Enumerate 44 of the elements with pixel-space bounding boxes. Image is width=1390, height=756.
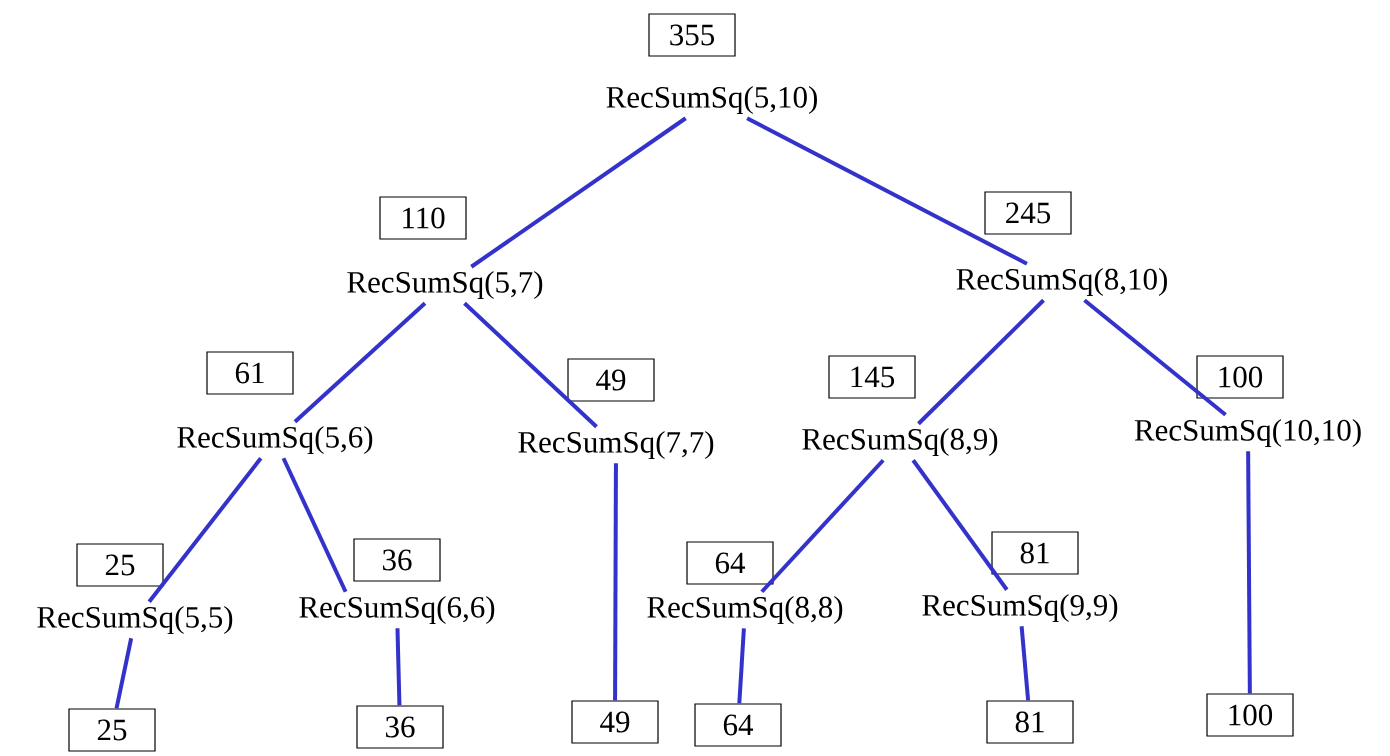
connector-line [1019,626,1031,701]
connector-line [470,116,687,269]
value-box: 81 [991,531,1079,575]
value-box: 355 [648,13,736,57]
connector-line [281,457,348,593]
call-label: RecSumSq(7,7) [518,430,714,460]
value-box: 25 [76,543,164,587]
value-box: 36 [356,705,444,749]
connector-line [1083,298,1227,417]
value-box: 81 [986,700,1074,744]
value-box: 49 [571,700,659,744]
connector-line [746,116,1028,266]
connector-line [737,628,746,704]
value-box: 64 [694,703,782,747]
call-label: RecSumSq(9,9) [922,593,1118,623]
call-label: RecSumSq(5,5) [37,605,233,635]
value-box: 145 [828,355,916,399]
connector-line [760,458,885,594]
call-label: RecSumSq(5,10) [606,85,817,115]
value-box: 25 [68,708,156,752]
value-box: 110 [379,196,467,240]
value-box: 61 [206,351,294,395]
connector-line [1246,451,1252,694]
call-label: RecSumSq(5,6) [177,425,373,455]
call-label: RecSumSq(8,9) [802,427,998,457]
value-box: 49 [567,358,655,402]
connector-line [463,301,598,429]
connector-line [395,628,402,706]
call-label: RecSumSq(10,10) [1134,418,1361,448]
call-label: RecSumSq(6,6) [299,595,495,625]
value-box: 100 [1206,693,1294,737]
value-box: 100 [1196,355,1284,399]
connector-line [114,637,134,709]
connector-line [147,457,263,603]
call-label: RecSumSq(8,8) [647,595,843,625]
value-box: 64 [686,541,774,585]
value-box: 36 [353,538,441,582]
call-label: RecSumSq(8,10) [956,267,1167,297]
connector-line [917,298,1045,426]
value-box: 245 [984,191,1072,235]
connector-line [911,459,1009,591]
connector-line [613,463,618,701]
call-label: RecSumSq(5,7) [347,270,543,300]
connector-line [293,301,427,424]
